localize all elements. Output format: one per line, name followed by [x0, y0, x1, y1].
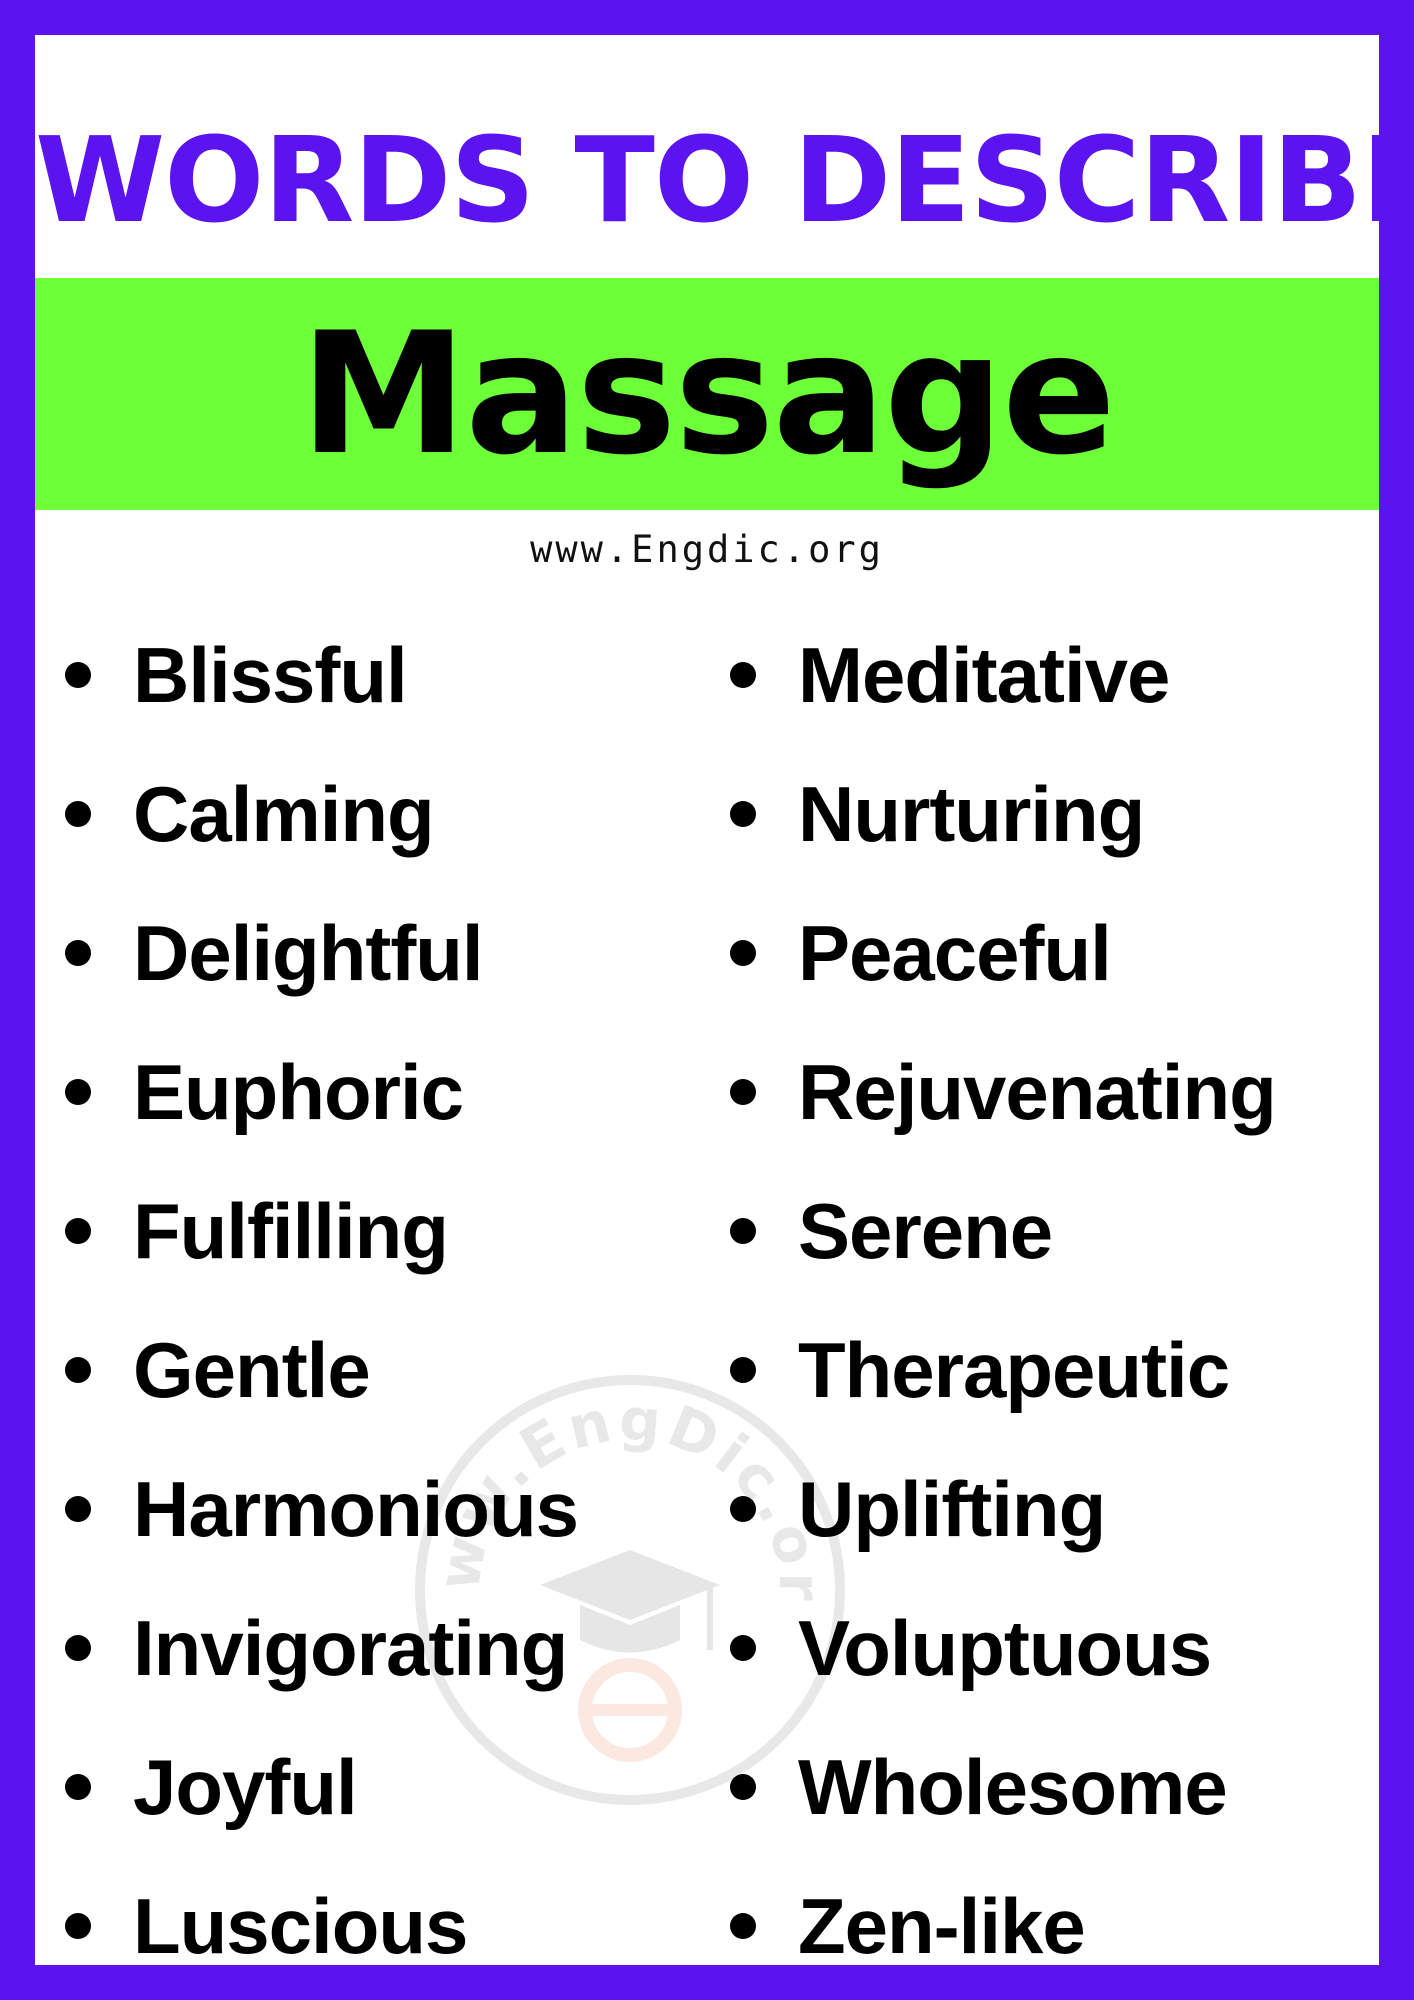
word-text: Nurturing: [798, 769, 1145, 858]
bullet-icon: [65, 1773, 91, 1800]
list-item: Euphoric: [60, 1022, 680, 1161]
bullet-icon: [65, 1495, 91, 1522]
word-text: Zen-like: [798, 1881, 1086, 1965]
word-text: Rejuvenating: [798, 1047, 1277, 1136]
list-item: Calming: [60, 744, 680, 883]
list-item: Zen-like: [725, 1856, 1375, 1965]
website-url: www.Engdic.org: [530, 528, 884, 571]
word-text: Therapeutic: [798, 1325, 1230, 1414]
subject-title: Massage: [299, 296, 1116, 492]
word-text: Wholesome: [798, 1742, 1228, 1831]
list-item: Delightful: [60, 883, 680, 1022]
word-text: Voluptuous: [798, 1603, 1212, 1692]
list-item: Gentle: [60, 1300, 680, 1439]
word-text: Invigorating: [133, 1603, 568, 1692]
bullet-icon: [65, 1217, 91, 1244]
list-item: Luscious: [60, 1856, 680, 1965]
bullet-icon: [730, 1912, 756, 1939]
subject-banner: Massage: [35, 278, 1379, 510]
list-item: Rejuvenating: [725, 1022, 1375, 1161]
bullet-icon: [65, 800, 91, 827]
list-item: Peaceful: [725, 883, 1375, 1022]
list-item: Invigorating: [60, 1578, 680, 1717]
bullet-icon: [65, 1634, 91, 1661]
bullet-icon: [65, 1078, 91, 1105]
word-text: Fulfilling: [133, 1186, 449, 1275]
list-item: Wholesome: [725, 1717, 1375, 1856]
poster-card: WORDS TO DESCRIBE Massage www.Engdic.org…: [35, 35, 1379, 1965]
bullet-icon: [730, 1495, 756, 1522]
word-text: Blissful: [133, 630, 408, 719]
bullet-icon: [65, 661, 91, 688]
word-text: Peaceful: [798, 908, 1112, 997]
list-item: Voluptuous: [725, 1578, 1375, 1717]
word-text: Uplifting: [798, 1464, 1106, 1553]
list-item: Serene: [725, 1161, 1375, 1300]
word-text: Calming: [133, 769, 435, 858]
word-text: Delightful: [133, 908, 484, 997]
bullet-icon: [730, 661, 756, 688]
bullet-icon: [730, 1773, 756, 1800]
word-text: Meditative: [798, 630, 1170, 719]
bullet-icon: [730, 1634, 756, 1661]
word-text: Euphoric: [133, 1047, 464, 1136]
bullet-icon: [65, 1356, 91, 1383]
list-item: Therapeutic: [725, 1300, 1375, 1439]
bullet-icon: [730, 800, 756, 827]
page-heading: WORDS TO DESCRIBE: [35, 111, 1379, 249]
bullet-icon: [730, 1217, 756, 1244]
bullet-icon: [730, 1356, 756, 1383]
bullet-icon: [65, 939, 91, 966]
list-item: Fulfilling: [60, 1161, 680, 1300]
list-item: Meditative: [725, 605, 1375, 744]
list-item: Blissful: [60, 605, 680, 744]
engdic-watermark-logo-icon: www.EngDic.org: [410, 1370, 845, 1805]
list-item: Uplifting: [725, 1439, 1375, 1578]
word-text: Gentle: [133, 1325, 371, 1414]
word-text: Serene: [798, 1186, 1053, 1275]
bullet-icon: [65, 1912, 91, 1939]
list-item: Joyful: [60, 1717, 680, 1856]
bullet-icon: [730, 1078, 756, 1105]
list-item: Nurturing: [725, 744, 1375, 883]
word-text: Luscious: [133, 1881, 468, 1965]
word-text: Joyful: [133, 1742, 358, 1831]
bullet-icon: [730, 939, 756, 966]
list-item: Harmonious: [60, 1439, 680, 1578]
word-text: Harmonious: [133, 1464, 579, 1553]
